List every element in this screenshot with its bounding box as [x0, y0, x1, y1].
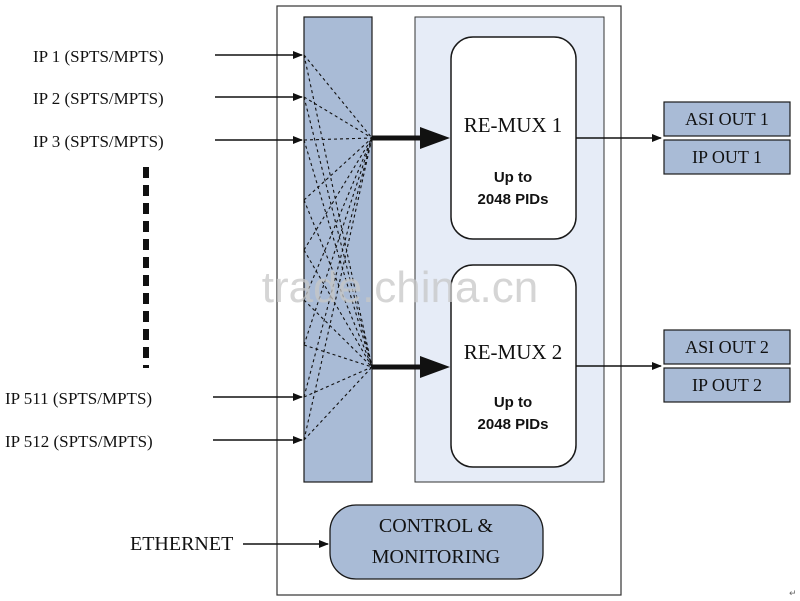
crosspoint-line	[303, 96, 373, 368]
control-label-line1: CONTROL &	[379, 515, 494, 537]
input-label-ip511: IP 511 (SPTS/MPTS)	[5, 389, 152, 408]
asi-out-2-box	[663, 329, 791, 365]
remux2-title: RE-MUX 2	[464, 340, 563, 364]
ip-out-1-box	[663, 139, 791, 175]
crosspoint-line	[303, 137, 373, 398]
input-label-ip512: IP 512 (SPTS/MPTS)	[5, 432, 153, 451]
remux2-pids-line2: 2048 PIDs	[478, 416, 549, 433]
asi-out-1-label: ASI OUT 1	[685, 109, 769, 129]
crosspoint-line	[303, 299, 373, 368]
input-label-ip3: IP 3 (SPTS/MPTS)	[33, 132, 164, 151]
control-monitoring-box	[329, 504, 544, 580]
asi-out-2-label: ASI OUT 2	[685, 337, 769, 357]
ip-out-2-label: IP OUT 2	[692, 375, 762, 395]
ethernet-label: ETHERNET	[130, 533, 233, 555]
input-label-ip2: IP 2 (SPTS/MPTS)	[33, 89, 164, 108]
remux1-pids-line2: 2048 PIDs	[478, 191, 549, 208]
crosspoint-line	[303, 137, 373, 251]
crosspoint-line	[303, 137, 373, 141]
matrix-to-remux1-arrowhead	[420, 127, 450, 149]
remux1-title: RE-MUX 1	[464, 113, 563, 137]
control-label-line2: MONITORING	[372, 546, 501, 568]
remux2-pids-line1: Up to	[494, 394, 532, 411]
matrix-to-remux2-arrowhead	[420, 356, 450, 378]
crosspoint-line	[303, 137, 373, 346]
switch-matrix	[303, 16, 373, 483]
watermark: trade.china.cn	[262, 263, 538, 312]
input-label-ip1: IP 1 (SPTS/MPTS)	[33, 47, 164, 66]
ip-out-1-label: IP OUT 1	[692, 147, 762, 167]
remux1-pids-line1: Up to	[494, 169, 532, 186]
crosspoint-line	[303, 366, 373, 441]
asi-out-1-box	[663, 101, 791, 137]
remux1-box	[450, 36, 577, 240]
crosspoint-mesh	[303, 54, 373, 441]
ip-out-2-box	[663, 367, 791, 403]
crosspoint-line	[303, 96, 373, 139]
corner-mark: ↵	[789, 588, 797, 598]
crosspoint-line	[303, 54, 373, 368]
crosspoint-line	[303, 137, 373, 301]
crosspoint-line	[303, 249, 373, 368]
crosspoint-line	[303, 199, 373, 368]
